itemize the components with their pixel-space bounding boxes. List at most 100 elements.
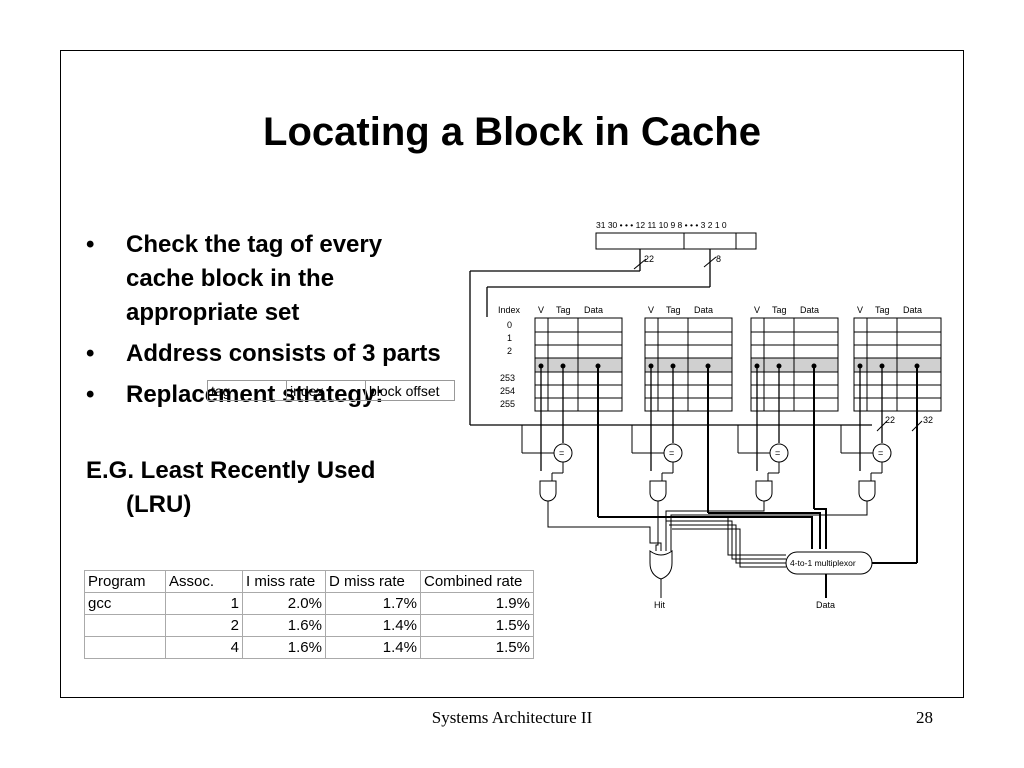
- cache-way: V Tag Data =: [737, 305, 839, 509]
- address-bits-label: 31 30 • • • 12 11 10 9 8 • • • 3 2 1 0: [596, 220, 727, 230]
- bit-width-mark: [911, 420, 923, 432]
- and-gate: [649, 480, 667, 502]
- mux-data-wire: [814, 508, 827, 549]
- table-cell: 1.4%: [325, 614, 421, 637]
- example-text: E.G. Least Recently Used (LRU): [86, 454, 446, 522]
- bullet-dot-icon: •: [86, 231, 95, 258]
- table-cell: 1.6%: [242, 636, 326, 659]
- data-out-bits-label: 32: [923, 415, 933, 425]
- table-row: 2 1.6% 1.4% 1.5%: [84, 614, 534, 637]
- index-value: 253: [500, 373, 515, 383]
- hit-signal-wire: [665, 501, 765, 551]
- comparator-label: =: [878, 448, 883, 458]
- address-part-index: index: [286, 380, 366, 401]
- table-header: Combined rate: [420, 570, 534, 593]
- col-header-tag: Tag: [556, 305, 571, 315]
- table-header-row: Program Assoc. I miss rate D miss rate C…: [84, 570, 534, 593]
- cache-diagram: 31 30 • • • 12 11 10 9 8 • • • 3 2 1 0 2…: [469, 220, 942, 610]
- table-cell: 1.9%: [420, 592, 534, 615]
- select-wire: [672, 528, 786, 568]
- table-header: Program: [84, 570, 166, 593]
- address-parts-table: tag index block offset: [207, 380, 455, 401]
- hit-label: Hit: [654, 600, 665, 610]
- table-cell: 1.6%: [242, 614, 326, 637]
- comparator-label: =: [669, 448, 674, 458]
- data-label: Data: [816, 600, 835, 610]
- table-cell: 2: [165, 614, 243, 637]
- col-header-data: Data: [903, 305, 922, 315]
- table-row: 4 1.6% 1.4% 1.5%: [84, 636, 534, 659]
- col-header-tag: Tag: [772, 305, 787, 315]
- example-line-cont: (LRU): [126, 491, 192, 518]
- table-cell: 2.0%: [242, 592, 326, 615]
- and-gate: [755, 480, 773, 502]
- bullet-text: Address consists of 3 parts: [126, 340, 441, 367]
- bit-width-mark: [876, 420, 888, 432]
- mux-data-wire: [598, 516, 813, 549]
- table-cell: [84, 614, 166, 637]
- table-cell: 1.7%: [325, 592, 421, 615]
- or-gate: [649, 550, 673, 580]
- index-value: 1: [507, 333, 512, 343]
- bit-width-mark: [633, 258, 647, 270]
- col-header-data: Data: [694, 305, 713, 315]
- slide-frame: [60, 50, 964, 698]
- page-number: 28: [916, 708, 933, 727]
- bullet-item: • Address consists of 3 parts: [86, 337, 446, 371]
- col-header-v: V: [857, 305, 863, 315]
- cache-way: V Tag Data =: [521, 305, 623, 517]
- bullet-dot-icon: •: [86, 340, 95, 367]
- table-header: I miss rate: [242, 570, 326, 593]
- tag-out-bits-label: 22: [885, 415, 895, 425]
- slide-footer: Systems Architecture II: [431, 708, 593, 727]
- tag-bits-label: 22: [644, 254, 654, 264]
- index-value: 0: [507, 320, 512, 330]
- address-register: [595, 232, 757, 250]
- table-row: gcc 1 2.0% 1.7% 1.9%: [84, 592, 534, 615]
- col-header-v: V: [538, 305, 544, 315]
- miss-rate-table: Program Assoc. I miss rate D miss rate C…: [84, 570, 534, 659]
- select-wire: [663, 516, 786, 556]
- table-header: D miss rate: [325, 570, 421, 593]
- example-line: E.G. Least Recently Used: [86, 457, 376, 484]
- bullet-text: Check the tag of every cache block in th…: [126, 231, 383, 326]
- and-gate: [539, 480, 557, 502]
- index-value: 254: [500, 386, 515, 396]
- hit-signal-wire: [670, 501, 868, 551]
- table-cell: 4: [165, 636, 243, 659]
- slide-title: Locating a Block in Cache: [263, 110, 761, 154]
- comparator-label: =: [559, 448, 564, 458]
- table-header: Assoc.: [165, 570, 243, 593]
- hit-signal-wire: [547, 501, 662, 551]
- col-header-tag: Tag: [875, 305, 890, 315]
- col-header-tag: Tag: [666, 305, 681, 315]
- table-cell: 1: [165, 592, 243, 615]
- select-wire: [669, 524, 786, 564]
- index-bits-label: 8: [716, 254, 721, 264]
- col-header-v: V: [754, 305, 760, 315]
- table-cell: 1.5%: [420, 636, 534, 659]
- table-cell: 1.4%: [325, 636, 421, 659]
- cache-way: V Tag Data =: [631, 305, 733, 513]
- and-gate: [858, 480, 876, 502]
- cache-way: V Tag Data = 22 32: [840, 305, 942, 563]
- address-part-tag: tag: [207, 380, 287, 401]
- bullet-dot-icon: •: [86, 381, 95, 408]
- table-cell: [84, 636, 166, 659]
- hit-signal-wire: [655, 501, 659, 551]
- comparator-label: =: [775, 448, 780, 458]
- bullet-item: • Check the tag of every cache block in t…: [86, 228, 446, 330]
- col-header-v: V: [648, 305, 654, 315]
- col-header-data: Data: [800, 305, 819, 315]
- table-cell: 1.5%: [420, 614, 534, 637]
- index-label: Index: [498, 305, 521, 315]
- mux-label: 4-to-1 multiplexor: [790, 558, 856, 568]
- select-wire: [666, 520, 786, 560]
- index-value: 2: [507, 346, 512, 356]
- table-cell: gcc: [84, 592, 166, 615]
- col-header-data: Data: [584, 305, 603, 315]
- multiplexor: [785, 551, 873, 575]
- index-value: 255: [500, 399, 515, 409]
- mux-data-wire: [708, 512, 821, 549]
- address-part-offset: block offset: [365, 380, 455, 401]
